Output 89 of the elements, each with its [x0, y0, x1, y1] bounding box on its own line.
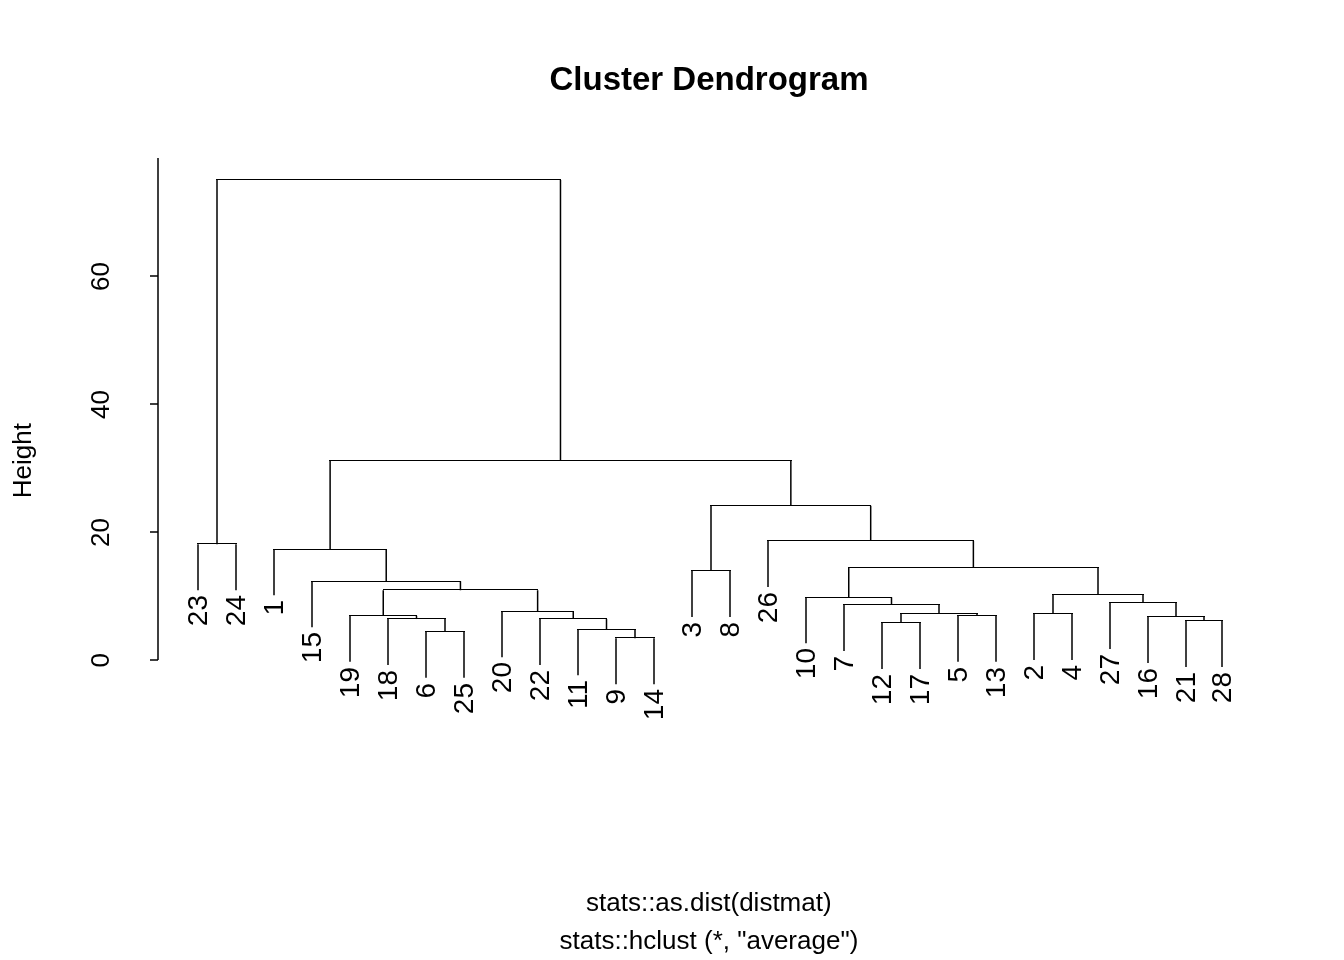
- leaf-label: 28: [1208, 671, 1236, 704]
- leaf-label: 14: [640, 689, 668, 721]
- leaf-label: 7: [830, 655, 858, 672]
- branch-line: [382, 589, 384, 617]
- branch-line: [1033, 613, 1035, 661]
- branch-line: [790, 459, 792, 507]
- leaf-label: 26: [754, 591, 782, 624]
- branch-line: [1147, 616, 1149, 664]
- branch-line: [559, 179, 562, 462]
- tick-label: 20: [87, 517, 113, 547]
- leaf-label: 3: [678, 622, 706, 638]
- branch-line: [1175, 602, 1177, 618]
- tick-label: 40: [87, 389, 113, 419]
- branch-line: [869, 505, 872, 542]
- leaf-label: 24: [222, 595, 250, 627]
- leaf-label: 19: [336, 666, 364, 698]
- leaf-label: 11: [564, 680, 592, 710]
- leaf-label: 17: [906, 673, 934, 706]
- branch-line: [881, 622, 883, 670]
- leaf-label: 12: [868, 673, 896, 706]
- branch-line: [938, 604, 940, 615]
- branch-line: [900, 612, 902, 624]
- branch-line: [273, 548, 275, 597]
- leaf-label: 6: [412, 682, 440, 699]
- branch-line: [1142, 593, 1144, 604]
- leaf-label: 23: [184, 595, 212, 627]
- leaf-label: 22: [526, 670, 554, 702]
- leaf-label: 18: [374, 670, 402, 702]
- leaf-label: 10: [792, 648, 820, 680]
- leaf-label: 25: [450, 682, 478, 714]
- branch-line: [329, 459, 331, 551]
- branch-line: [444, 618, 446, 633]
- leaf-label: 5: [944, 666, 972, 683]
- branch-line: [890, 596, 893, 606]
- branch-line: [605, 618, 608, 631]
- branch-line: [1109, 602, 1111, 650]
- branch-line: [197, 543, 199, 591]
- caption-line: stats::as.dist(distmat): [586, 886, 832, 918]
- leaf-label: 9: [602, 689, 630, 705]
- branch-line: [919, 622, 921, 670]
- branch-line: [536, 589, 539, 613]
- leaf-label: 8: [716, 622, 744, 638]
- leaf-label: 1: [260, 600, 288, 616]
- branch-line: [1221, 620, 1223, 668]
- branch-line: [235, 543, 237, 591]
- branch-line: [572, 610, 574, 620]
- leaf-label: 16: [1134, 668, 1162, 700]
- leaf-label: 13: [982, 666, 1010, 698]
- branch-line: [972, 540, 975, 569]
- branch-line: [501, 610, 503, 659]
- branch-line: [843, 604, 845, 652]
- branch-line: [995, 615, 997, 663]
- branch-line: [385, 548, 387, 583]
- branch-line: [1097, 567, 1099, 596]
- branch-line: [311, 580, 313, 629]
- branch-line: [539, 618, 541, 666]
- caption-line: stats::hclust (*, "average"): [559, 924, 859, 956]
- branch-line: [848, 567, 850, 599]
- branch-line: [691, 570, 693, 618]
- branch-line: [1185, 620, 1187, 668]
- axis-title: Height: [9, 422, 35, 498]
- leaf-label: 20: [488, 662, 516, 694]
- leaf-label: 21: [1172, 671, 1200, 704]
- branch-line: [805, 596, 807, 645]
- branch-line: [615, 637, 617, 685]
- branch-line: [653, 637, 655, 685]
- branch-line: [349, 615, 351, 663]
- branch-line: [729, 570, 731, 618]
- branch-line: [710, 505, 712, 572]
- branch-line: [415, 615, 418, 620]
- branch-line: [767, 540, 769, 588]
- branch-line: [1203, 616, 1205, 622]
- leaf-label: 15: [298, 632, 326, 664]
- leaf-label: 2: [1020, 664, 1048, 681]
- branch-line: [957, 615, 959, 663]
- branch-line: [577, 628, 579, 677]
- leaf-label: 27: [1096, 654, 1124, 686]
- branch-line: [387, 618, 389, 666]
- tick-label: 60: [87, 261, 113, 291]
- branch-line: [425, 631, 427, 679]
- leaf-label: 4: [1058, 664, 1086, 681]
- branch-line: [216, 179, 218, 545]
- branch-line: [1052, 593, 1054, 615]
- branch-line: [459, 580, 462, 591]
- branch-line: [634, 628, 636, 639]
- tick-label: 0: [87, 653, 113, 668]
- chart-title: Cluster Dendrogram: [548, 60, 870, 98]
- branch-line: [1071, 613, 1073, 661]
- branch-line: [463, 631, 465, 679]
